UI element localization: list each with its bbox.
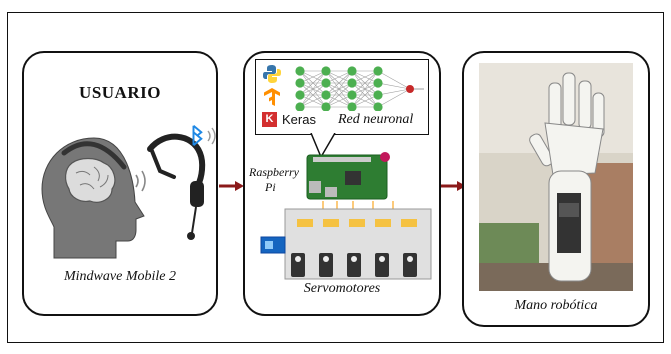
nn-output-node bbox=[406, 85, 414, 93]
sensor-module-icon bbox=[260, 236, 286, 254]
arrow-user-to-processing bbox=[219, 181, 244, 191]
nn-node bbox=[347, 102, 357, 111]
nn-node bbox=[347, 66, 357, 76]
robotic-hand-caption: Mano robótica bbox=[514, 298, 598, 313]
user-caption: Mindwave Mobile 2 bbox=[64, 269, 176, 284]
servomotors-caption: Servomotores bbox=[303, 281, 381, 296]
head-with-headset-icon bbox=[41, 124, 216, 259]
raspberry-pi-board bbox=[306, 152, 390, 200]
robotic-hand-photo bbox=[479, 63, 633, 291]
arrow-processing-to-hand bbox=[441, 181, 466, 191]
nn-node bbox=[373, 102, 383, 111]
nn-node bbox=[321, 78, 331, 88]
keras-logo-icon: K bbox=[262, 112, 277, 127]
nn-node bbox=[321, 102, 331, 111]
nn-node bbox=[373, 78, 383, 88]
nn-node bbox=[347, 78, 357, 88]
python-logo-icon bbox=[263, 65, 281, 83]
nn-node bbox=[373, 90, 383, 100]
nn-node bbox=[373, 66, 383, 76]
raspberry-label-line2: Pi bbox=[265, 180, 276, 194]
servomotors bbox=[291, 253, 417, 277]
nn-node bbox=[347, 90, 357, 100]
neural-network-box: K Keras Red neuronal bbox=[255, 59, 429, 135]
nn-node bbox=[295, 102, 305, 111]
processing-panel: K Keras Red neuronal Raspberry Pi bbox=[243, 51, 441, 316]
figure-frame bbox=[7, 12, 664, 343]
user-panel: USUARIO Mindwave Mobile 2 bbox=[22, 51, 218, 316]
tensorflow-logo-icon bbox=[264, 88, 280, 106]
robotic-hand-panel: Mano robótica bbox=[462, 51, 650, 327]
nn-node bbox=[295, 78, 305, 88]
raspberry-label-line1: Raspberry bbox=[249, 165, 299, 179]
nn-node bbox=[295, 90, 305, 100]
neural-network-label: Red neuronal bbox=[338, 112, 414, 127]
user-title: USUARIO bbox=[79, 83, 161, 102]
nn-node bbox=[321, 90, 331, 100]
nn-node bbox=[321, 66, 331, 76]
nn-node bbox=[295, 66, 305, 76]
neural-network-diagram bbox=[295, 66, 424, 111]
keras-label: Keras bbox=[282, 112, 316, 127]
